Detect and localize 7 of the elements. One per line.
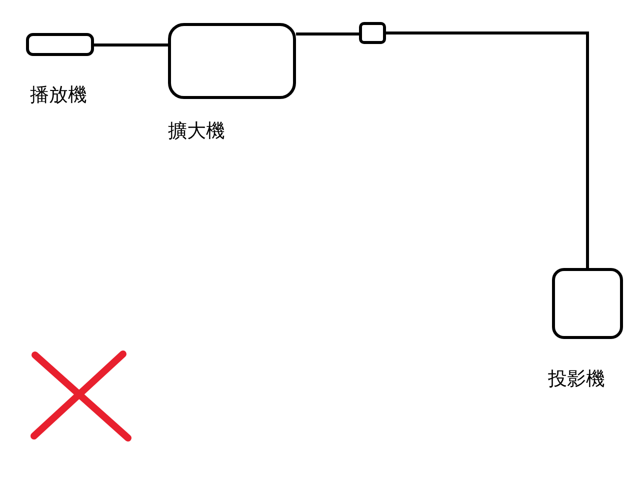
- device-label: 擴大機: [168, 119, 225, 144]
- device-box: [359, 22, 386, 44]
- device-label: 投影機: [548, 367, 605, 392]
- cable-line: [296, 32, 359, 36]
- cable-line: [386, 32, 589, 268]
- device-label: 播放機: [30, 83, 87, 108]
- cable-line: [94, 44, 168, 46]
